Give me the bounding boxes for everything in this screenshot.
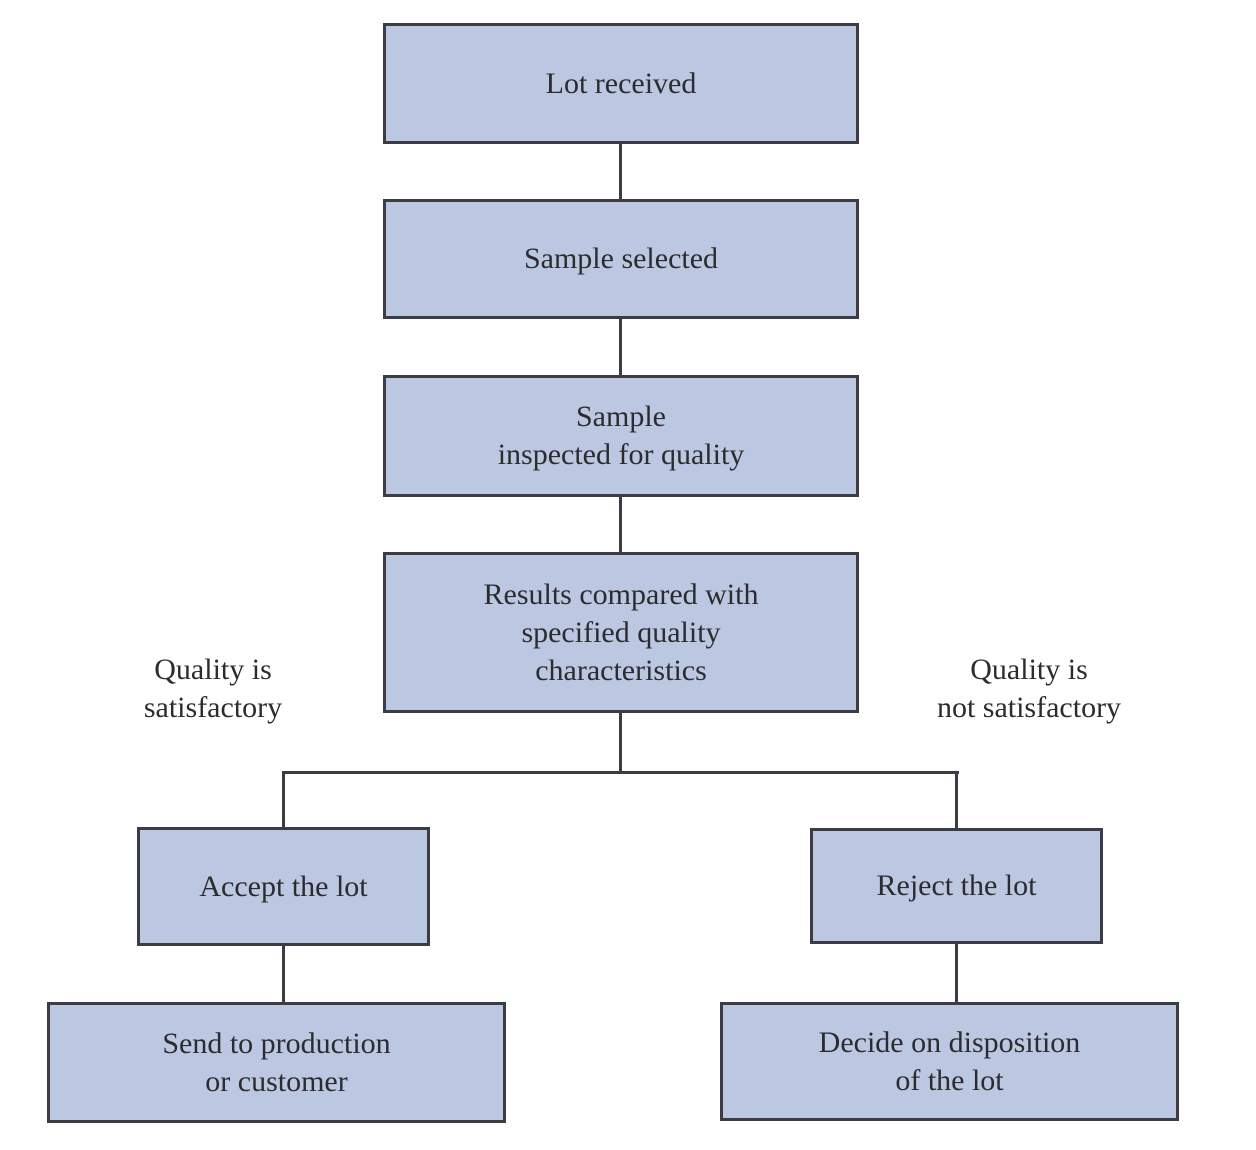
connector-reject-to-decide — [955, 943, 958, 1004]
node-send-production: Send to production or customer — [47, 1002, 506, 1123]
branch-label-not-satisfactory: Quality is not satisfactory — [936, 653, 1122, 724]
node-decide-disposition: Decide on disposition of the lot — [720, 1002, 1179, 1121]
branch-label-satisfactory: Quality is satisfactory — [143, 653, 283, 724]
connector-branch-horizontal — [282, 771, 959, 774]
connector-branch-to-accept — [282, 771, 285, 829]
node-sample-selected: Sample selected — [383, 199, 859, 319]
connector-accept-to-send — [282, 945, 285, 1004]
node-results-compared: Results compared with specified quality … — [383, 552, 859, 713]
connector-sample-to-inspect — [619, 318, 622, 377]
node-reject-lot: Reject the lot — [810, 828, 1103, 944]
connector-lot-to-sample — [619, 143, 622, 201]
node-lot-received: Lot received — [383, 23, 859, 144]
node-sample-inspected: Sample inspected for quality — [383, 375, 859, 497]
connector-inspect-to-results — [619, 496, 622, 554]
connector-results-stub — [619, 712, 622, 774]
node-accept-lot: Accept the lot — [137, 827, 430, 946]
connector-branch-to-reject — [955, 771, 958, 830]
